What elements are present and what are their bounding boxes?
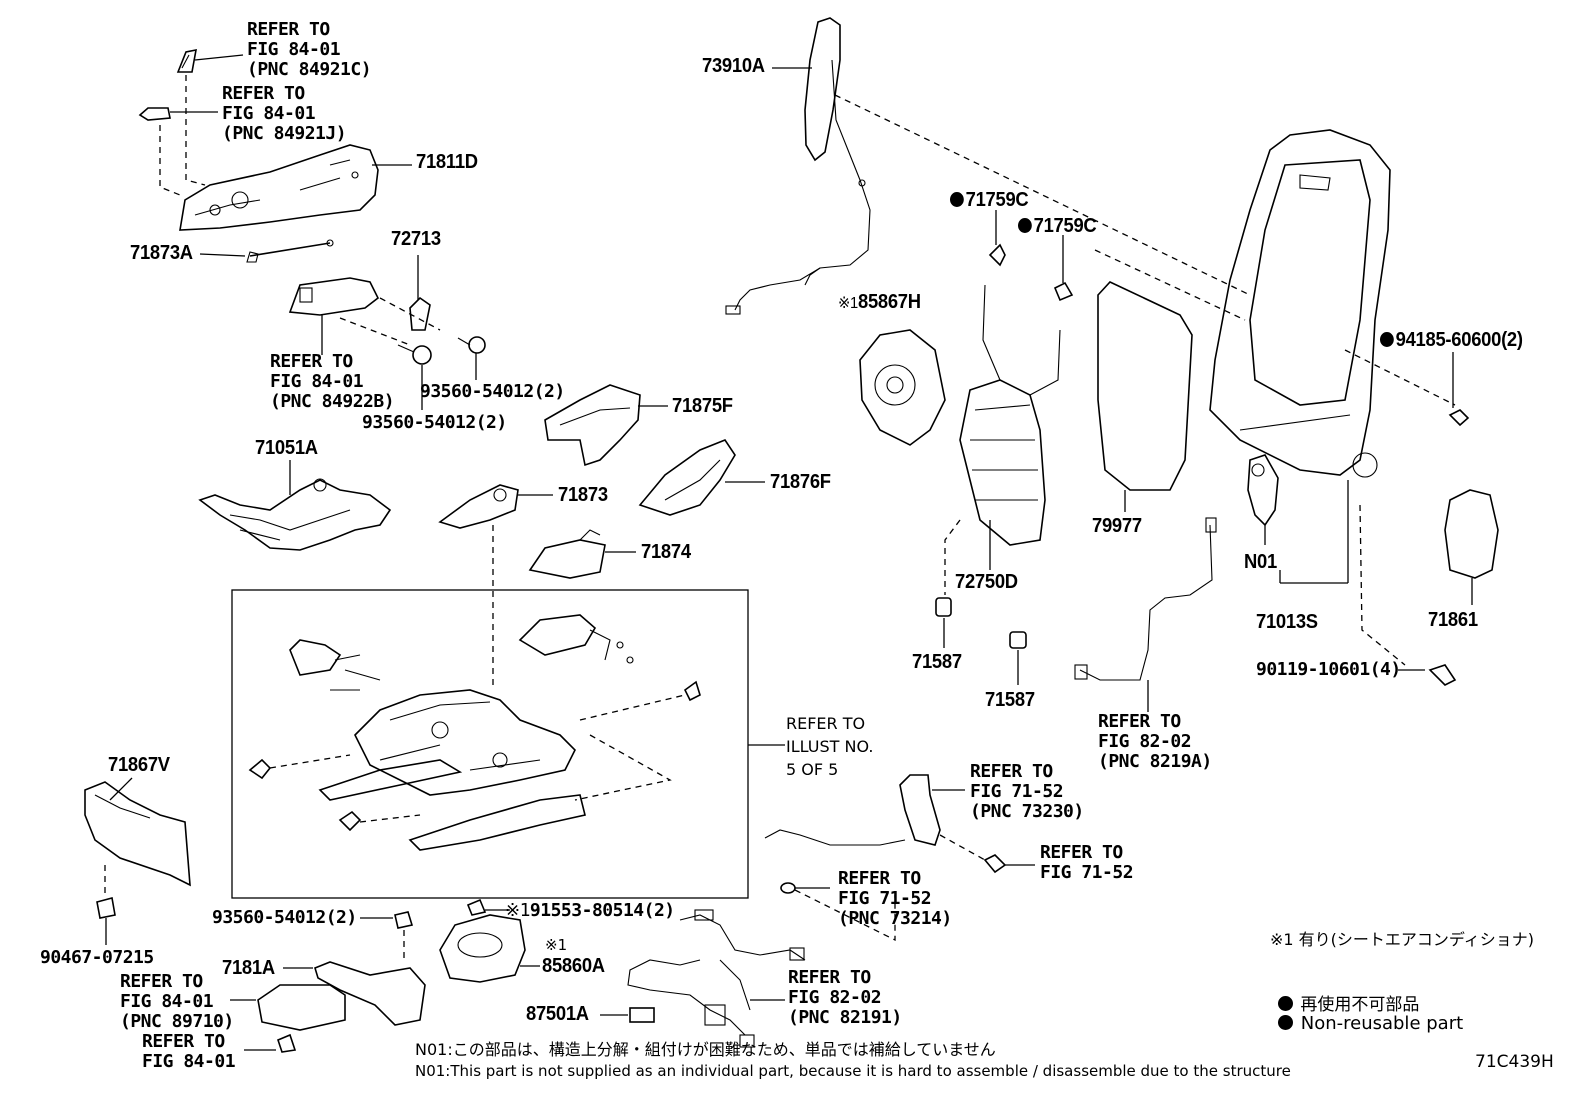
note-n01-jp: N01:この部品は、構造上分解・組付けが困難なため、単品では補給していません <box>415 1040 996 1059</box>
mark-85860A: ※1 <box>545 936 568 954</box>
trim-71867V <box>84 781 191 887</box>
label-7181A[interactable]: 7181A <box>222 957 275 979</box>
switch-84922B <box>288 277 380 316</box>
bolt-93560-c <box>394 911 414 929</box>
pad-79977 <box>1097 281 1193 491</box>
harness-82191 <box>627 909 806 1048</box>
label-93560-c[interactable]: 93560-54012(2) <box>212 907 357 928</box>
ref-84921C: REFER TO FIG 84-01 (PNC 84921C) <box>247 19 372 80</box>
knob-84921C <box>176 48 197 73</box>
bracket-71874 <box>528 529 606 579</box>
bolt-93560-a <box>457 336 486 354</box>
label-71861[interactable]: 71861 <box>1428 609 1478 631</box>
blower-85860A <box>439 914 526 983</box>
label-71873[interactable]: 71873 <box>558 484 608 506</box>
seat-track-assembly <box>248 614 701 851</box>
clip-fig8401 <box>277 1033 297 1053</box>
label-71811D[interactable]: 71811D <box>416 151 478 173</box>
blower-85867H <box>859 329 946 446</box>
label-N01[interactable]: N01 <box>1244 551 1277 573</box>
non-reusable-dot-icon <box>950 192 964 207</box>
non-reusable-dot-icon <box>1018 218 1032 233</box>
bolt-91553 <box>466 898 487 916</box>
washer-73214 <box>780 882 796 894</box>
non-reusable-dot-icon <box>1278 996 1293 1011</box>
part-87501A <box>629 1007 655 1023</box>
label-72713[interactable]: 72713 <box>391 228 441 250</box>
label-85867H[interactable]: ※185867H <box>838 291 921 313</box>
label-79977[interactable]: 79977 <box>1092 515 1142 537</box>
headrest-stay-73910A <box>725 17 871 315</box>
ref-illust-5of5: REFER TO ILLUST NO. 5 OF 5 <box>786 714 874 779</box>
motor-N01 <box>1247 454 1279 527</box>
label-71587-b[interactable]: 71587 <box>985 689 1035 711</box>
label-93560-b[interactable]: 93560-54012(2) <box>362 412 507 433</box>
seatback-frame-71013S <box>1209 129 1391 478</box>
label-71874[interactable]: 71874 <box>641 541 691 563</box>
buckle-73230 <box>764 774 941 846</box>
clip-71759C-a <box>988 243 1006 267</box>
label-71867V[interactable]: 71867V <box>108 754 170 776</box>
label-71759C-a[interactable]: 71759C <box>950 190 1029 210</box>
ref-82191: REFER TO FIG 82-02 (PNC 82191) <box>788 967 902 1028</box>
part-71587-a <box>935 597 952 617</box>
harness-8219A <box>1074 517 1217 681</box>
legend-nonreuse-en: Non-reusable part <box>1278 1013 1463 1034</box>
label-93560-a[interactable]: 93560-54012(2) <box>420 381 565 402</box>
label-87501A[interactable]: 87501A <box>526 1003 589 1025</box>
bracket-71876F <box>638 439 736 516</box>
bolt-93560-b <box>397 344 432 365</box>
nut-94185 <box>1448 409 1470 427</box>
ecu-89710 <box>257 984 346 1031</box>
spring-72750D <box>959 284 1061 546</box>
non-reusable-dot-icon <box>1380 332 1394 347</box>
ref-fig8401: REFER TO FIG 84-01 <box>142 1031 236 1072</box>
non-reusable-dot-icon <box>1278 1015 1293 1030</box>
part-71587-b <box>1009 631 1027 649</box>
seat-track-illust-box <box>231 589 749 899</box>
bracket-71875F <box>544 384 641 467</box>
nut-fig7152 <box>983 854 1007 874</box>
note-n01-en: N01:This part is not supplied as an indi… <box>415 1062 1291 1080</box>
illustration-code: 71C439H <box>1475 1052 1554 1072</box>
ref-84922B: REFER TO FIG 84-01 (PNC 84922B) <box>270 351 395 412</box>
label-85860A[interactable]: 85860A <box>542 955 605 977</box>
label-72750D[interactable]: 72750D <box>955 571 1018 593</box>
label-94185[interactable]: 94185-60600(2) <box>1380 330 1523 350</box>
ref-73230: REFER TO FIG 71-52 (PNC 73230) <box>970 761 1084 822</box>
clip-90467 <box>96 897 116 919</box>
knob-84921J <box>138 107 171 121</box>
label-71051A[interactable]: 71051A <box>255 437 318 459</box>
bracket-7181A <box>314 961 426 1026</box>
clip-72713 <box>409 296 431 331</box>
ref-fig7152: REFER TO FIG 71-52 <box>1040 842 1134 883</box>
bolt-90119 <box>1428 664 1457 686</box>
label-90119[interactable]: 90119-10601(4) <box>1256 659 1401 680</box>
ref-84921J: REFER TO FIG 84-01 (PNC 84921J) <box>222 83 347 144</box>
ref-73214: REFER TO FIG 71-52 (PNC 73214) <box>838 868 952 929</box>
frame-71051A <box>198 478 392 551</box>
clip-71759C-b <box>1053 281 1074 302</box>
label-90467[interactable]: 90467-07215 <box>40 947 154 968</box>
label-71876F[interactable]: 71876F <box>770 471 831 493</box>
label-71013S[interactable]: 71013S <box>1256 611 1318 633</box>
label-73910A[interactable]: 73910A <box>702 55 765 77</box>
label-71873A[interactable]: 71873A <box>130 242 193 264</box>
footnote-seat-aircon: ※1 有り(シートエアコンディショナ) <box>1270 930 1535 949</box>
label-71587-a[interactable]: 71587 <box>912 651 962 673</box>
cover-71861 <box>1444 489 1499 579</box>
ref-89710: REFER TO FIG 84-01 (PNC 89710) <box>120 971 234 1032</box>
label-71875F[interactable]: 71875F <box>672 395 733 417</box>
label-71759C-b[interactable]: 71759C <box>1018 216 1097 236</box>
side-cover-71811D <box>179 144 379 231</box>
ref-8219A: REFER TO FIG 82-02 (PNC 8219A) <box>1098 711 1212 772</box>
label-91553[interactable]: ※191553-80514(2) <box>505 900 675 921</box>
rod-71873A <box>246 239 334 263</box>
bracket-71873 <box>438 484 519 529</box>
legend-nonreuse-jp: 再使用不可部品 <box>1278 990 1419 1015</box>
